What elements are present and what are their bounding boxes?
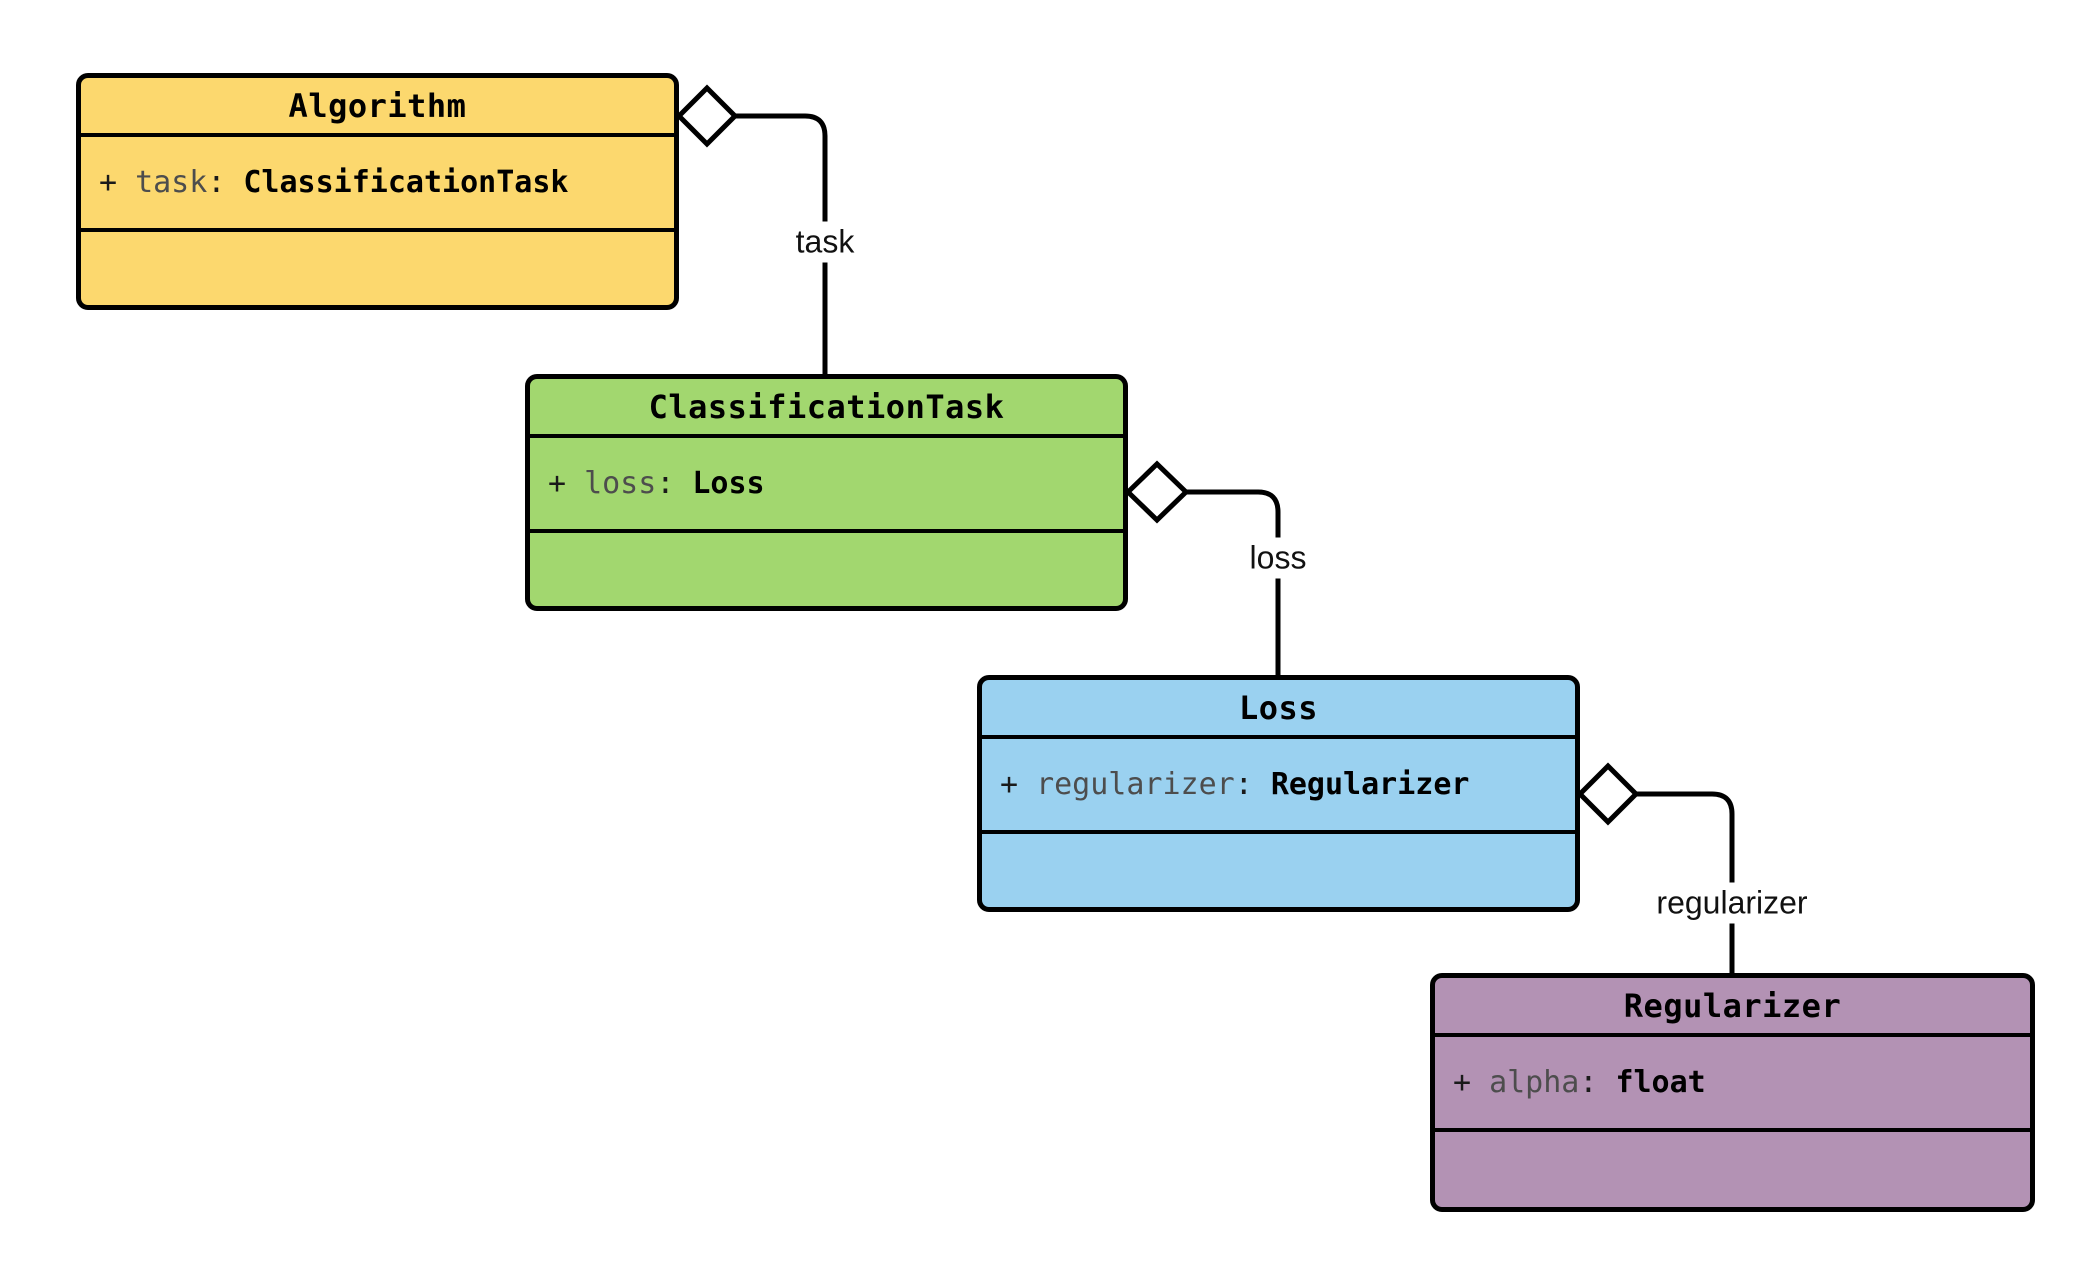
attribute-visibility: + [1453, 1065, 1472, 1100]
attribute-name: task [135, 165, 208, 200]
aggregation-diamond-icon [1124, 460, 1190, 524]
edge-label-loss: loss [1239, 537, 1317, 579]
edge-regularizer-line [1636, 791, 1735, 973]
attribute-visibility: + [548, 466, 567, 501]
attribute-separator: : [1234, 767, 1253, 802]
attribute-name: alpha [1489, 1065, 1580, 1100]
edge-label-regularizer: regularizer [1646, 882, 1818, 924]
attribute-name: regularizer [1036, 767, 1235, 802]
attribute-type: Loss [692, 466, 765, 501]
attribute-row: + regularizer: Regularizer [1000, 767, 1470, 802]
class-box-algorithm: Algorithm + task: ClassificationTask [76, 73, 679, 310]
edge-task-line [735, 113, 828, 374]
edge-label-task: task [785, 221, 865, 263]
attribute-type: ClassificationTask [243, 165, 569, 200]
class-box-loss: Loss + regularizer: Regularizer [977, 675, 1580, 912]
aggregation-diamond-icon [675, 84, 739, 148]
class-attributes: + loss: Loss [530, 438, 1123, 533]
class-title: Regularizer [1435, 978, 2030, 1037]
class-attributes: + alpha: float [1435, 1037, 2030, 1132]
methods-compartment [530, 533, 1123, 606]
attribute-separator: : [1579, 1065, 1598, 1100]
attribute-separator: : [207, 165, 226, 200]
attribute-row: + task: ClassificationTask [99, 165, 568, 200]
class-box-regularizer: Regularizer + alpha: float [1430, 973, 2035, 1212]
attribute-type: Regularizer [1270, 767, 1470, 802]
methods-compartment [1435, 1132, 2030, 1207]
attribute-visibility: + [1000, 767, 1019, 802]
attribute-type: float [1615, 1065, 1706, 1100]
class-title: Loss [982, 680, 1575, 739]
class-box-classificationtask: ClassificationTask + loss: Loss [525, 374, 1128, 611]
aggregation-diamond-icon [1576, 762, 1640, 826]
attribute-name: loss [584, 466, 657, 501]
attribute-separator: : [656, 466, 675, 501]
attribute-row: + loss: Loss [548, 466, 765, 501]
methods-compartment [982, 834, 1575, 907]
methods-compartment [81, 232, 674, 305]
class-title: Algorithm [81, 78, 674, 137]
class-attributes: + task: ClassificationTask [81, 137, 674, 232]
class-attributes: + regularizer: Regularizer [982, 739, 1575, 834]
class-title: ClassificationTask [530, 379, 1123, 438]
attribute-row: + alpha: float [1453, 1065, 1706, 1100]
edge-loss-line [1186, 489, 1281, 675]
attribute-visibility: + [99, 165, 118, 200]
